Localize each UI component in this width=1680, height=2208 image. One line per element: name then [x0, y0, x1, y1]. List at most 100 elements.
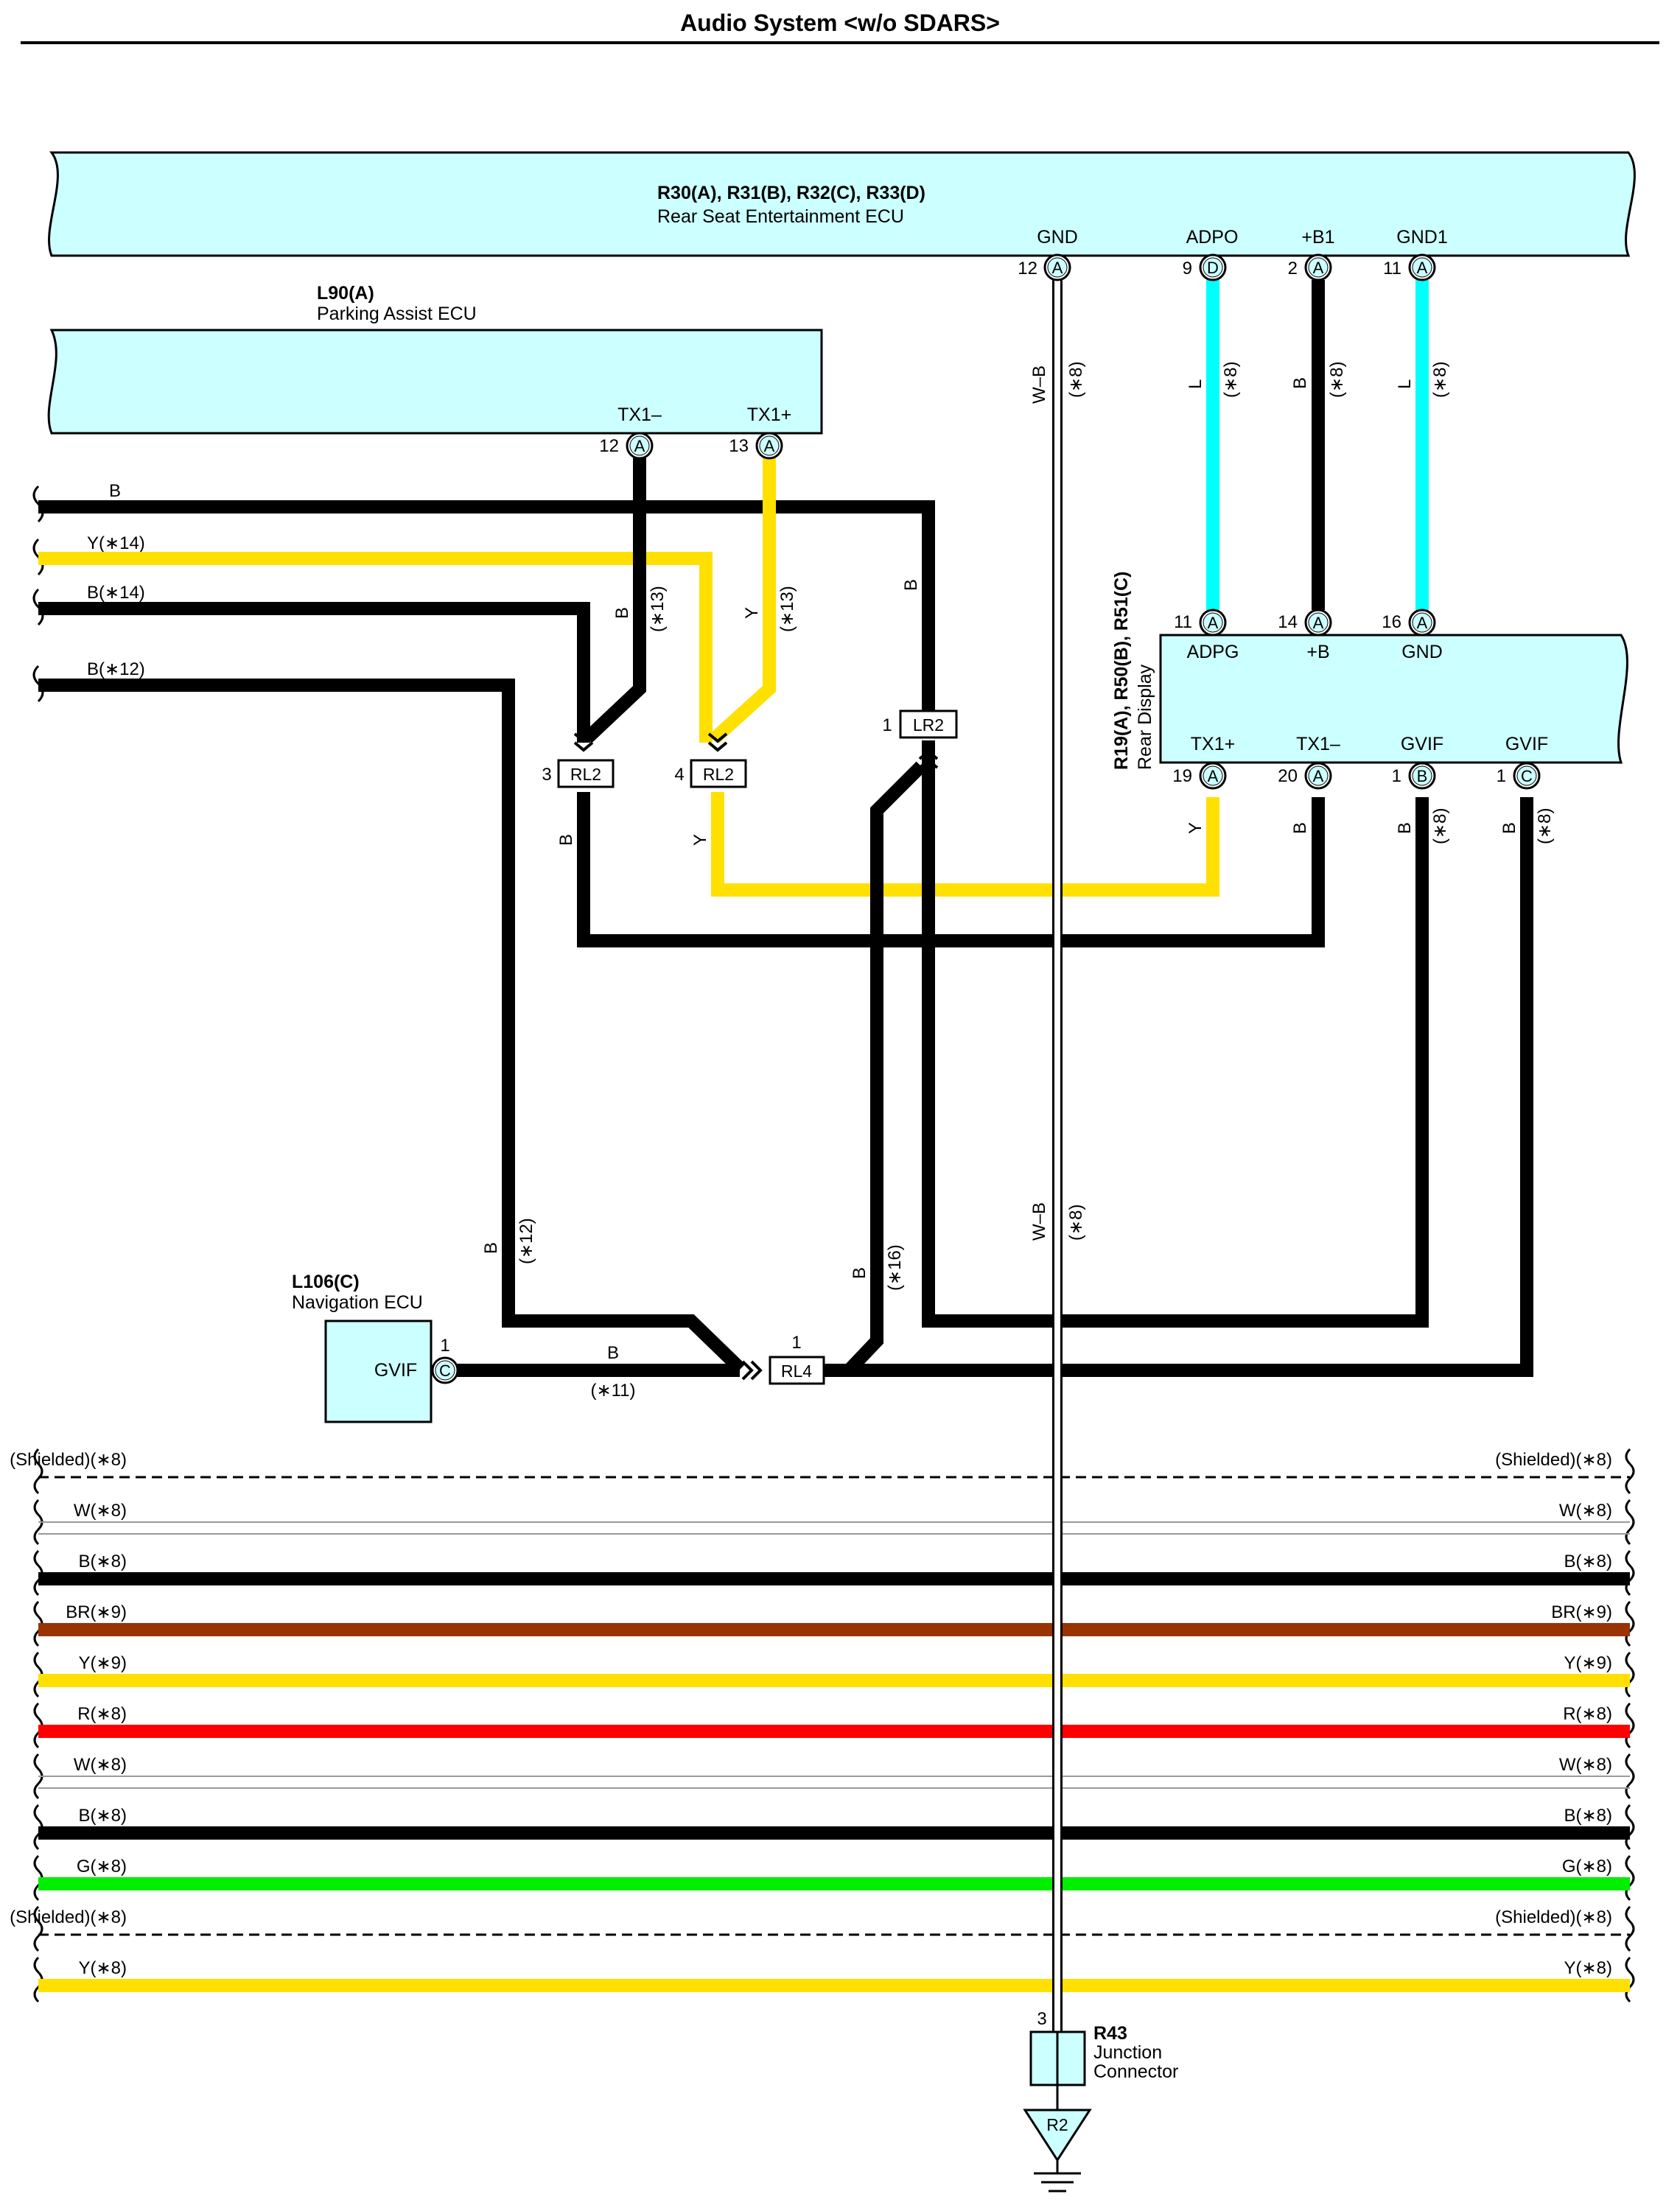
lbl-b12-note: (∗12) [517, 1218, 536, 1264]
terminal-disp-tx1p: A [1199, 762, 1227, 790]
bus-wire: R(∗8)R(∗8) [33, 1702, 1635, 1749]
bus-label-left: G(∗8) [77, 1857, 127, 1876]
bus-label-right: B(∗8) [1564, 1806, 1612, 1826]
rear-display-id: R19(A), R50(B), R51(C) [1111, 572, 1132, 770]
bus-label-left: R(∗8) [77, 1704, 127, 1724]
pin-disp-gvif-b: 1 [1392, 766, 1401, 786]
bus-label-left: Y(∗9) [79, 1653, 127, 1673]
wire-label-group: W–B (∗8) L (∗8) B (∗8) L (∗8) B (∗13) Y … [481, 362, 1555, 1291]
wire-b12 [38, 679, 746, 1374]
disp-term-gnd: GND [1401, 642, 1443, 662]
junction-name-1: Junction [1093, 2042, 1162, 2063]
rl4-pin: 1 [791, 1333, 801, 1353]
bus-label-right: (Shielded)(∗8) [1495, 1450, 1612, 1470]
left-wire-y14: Y(∗14) [87, 533, 145, 553]
break-mark [1625, 1753, 1635, 1800]
nav-ecu-id: L106(C) [292, 1272, 360, 1292]
rse-term-gnd: GND [1037, 227, 1078, 248]
rse-ecu-id: R30(A), R31(B), R32(C), R33(D) [657, 183, 925, 203]
bus-label-left: W(∗8) [74, 1501, 127, 1521]
rse-term-b1: +B1 [1301, 227, 1334, 248]
terminal-rse-gnd1: A [1408, 253, 1436, 281]
lbl-gnd1-color: L [1395, 379, 1415, 389]
wire-rl4-lr2 [844, 761, 926, 1375]
bus-label-right: W(∗8) [1559, 1755, 1612, 1775]
terminal-conn-letter: A [634, 437, 645, 455]
bus-label-right: B(∗8) [1564, 1552, 1612, 1571]
lbl-rl2-3-color: B [556, 834, 576, 846]
disp-term-tx1m: TX1– [1296, 734, 1340, 754]
wire-lr2-gvif [922, 740, 1429, 1328]
rse-term-gnd1: GND1 [1396, 227, 1447, 248]
lbl-lr2-color: B [901, 579, 921, 591]
left-wire-b12: B(∗12) [87, 659, 145, 679]
bus-label-left: Y(∗8) [79, 1958, 127, 1978]
terminal-disp-tx1m: A [1304, 762, 1332, 790]
pin-parking-tx1p: 13 [729, 436, 749, 456]
terminal-conn-letter: C [1521, 767, 1533, 785]
nav-term-gvif: GVIF [374, 1360, 417, 1381]
nav-ecu-name: Navigation ECU [292, 1292, 423, 1313]
lbl-b1-color: B [1290, 377, 1310, 389]
bus-label-right: G(∗8) [1562, 1857, 1612, 1876]
bus-label-left: BR(∗9) [66, 1602, 127, 1622]
break-mark [1625, 1702, 1635, 1749]
rl2-4-pin: 4 [674, 765, 684, 785]
left-break-marks [32, 485, 44, 703]
rl2-3-pin: 3 [542, 765, 551, 785]
pin-disp-gvif-c: 1 [1497, 766, 1506, 786]
lr2-label: LR2 [913, 715, 944, 735]
wire-y14 [38, 552, 713, 743]
bus-label-right: Y(∗8) [1564, 1958, 1612, 1978]
wire-parking-tx1p [710, 455, 776, 743]
terminal-rse-gnd: A [1043, 253, 1071, 281]
lbl-tx1m-color: B [612, 607, 632, 619]
lbl-disp-tx1m-color: B [1290, 822, 1310, 834]
left-wire-b: B [109, 481, 121, 501]
wire-b-lr2 [38, 500, 935, 712]
wire-b14 [38, 602, 590, 743]
pin-disp-tx1m: 20 [1278, 766, 1298, 786]
bus-label-left: (Shielded)(∗8) [10, 1450, 127, 1470]
ground-triangle [1023, 2109, 1092, 2162]
lbl-tx1p-color: Y [742, 607, 762, 619]
lbl-rl2-4-color: Y [690, 834, 710, 846]
disp-term-gvif-c: GVIF [1505, 734, 1548, 754]
junction-name-2: Connector [1093, 2061, 1178, 2082]
ground-label: R2 [1046, 2115, 1068, 2134]
break-mark [1625, 1549, 1635, 1597]
disp-term-adpg: ADPG [1187, 642, 1239, 662]
lbl-gnd-note-lower: (∗8) [1066, 1205, 1086, 1241]
lbl-gnd1-note: (∗8) [1430, 362, 1450, 398]
junction-pin: 3 [1037, 2009, 1046, 2029]
terminal-parking-tx1p: A [755, 432, 783, 460]
rear-display-name: Rear Display [1135, 664, 1155, 770]
break-mark [1625, 1651, 1635, 1698]
bus-label-right: Y(∗9) [1564, 1653, 1612, 1673]
terminal-rse-adpo: D [1199, 253, 1227, 281]
pin-parking-tx1m: 12 [599, 436, 619, 456]
bus-wire: W(∗8)W(∗8) [33, 1753, 1635, 1800]
wire-parking-tx1m [582, 455, 646, 743]
pin-disp-b: 14 [1278, 612, 1298, 632]
terminal-disp-gvif-c: C [1513, 762, 1541, 790]
terminal-disp-gvif-b: B [1408, 762, 1436, 790]
pin-rse-adpo: 9 [1183, 259, 1192, 278]
bus-wire: W(∗8)W(∗8) [33, 1499, 1635, 1546]
parking-ecu-box [47, 329, 823, 435]
lbl-b1-note: (∗8) [1327, 362, 1347, 398]
rl4-label: RL4 [781, 1361, 812, 1381]
bus-label-left: B(∗8) [79, 1806, 127, 1826]
bus-label-right: BR(∗9) [1551, 1602, 1612, 1622]
break-mark [1625, 1905, 1635, 1952]
bus-wire-group: (Shielded)(∗8)(Shielded)(∗8)W(∗8)W(∗8)B(… [10, 1448, 1635, 2003]
wire-rl2-b [577, 792, 1325, 947]
pin-nav-gvif: 1 [440, 1336, 449, 1356]
disp-term-b: +B [1306, 642, 1329, 662]
bus-wire: BR(∗9) BR(∗9) [33, 1600, 1635, 1647]
lbl-gvif-b-color: B [1395, 822, 1415, 834]
lbl-adpo-color: L [1186, 379, 1205, 389]
rse-term-adpo: ADPO [1186, 227, 1239, 248]
